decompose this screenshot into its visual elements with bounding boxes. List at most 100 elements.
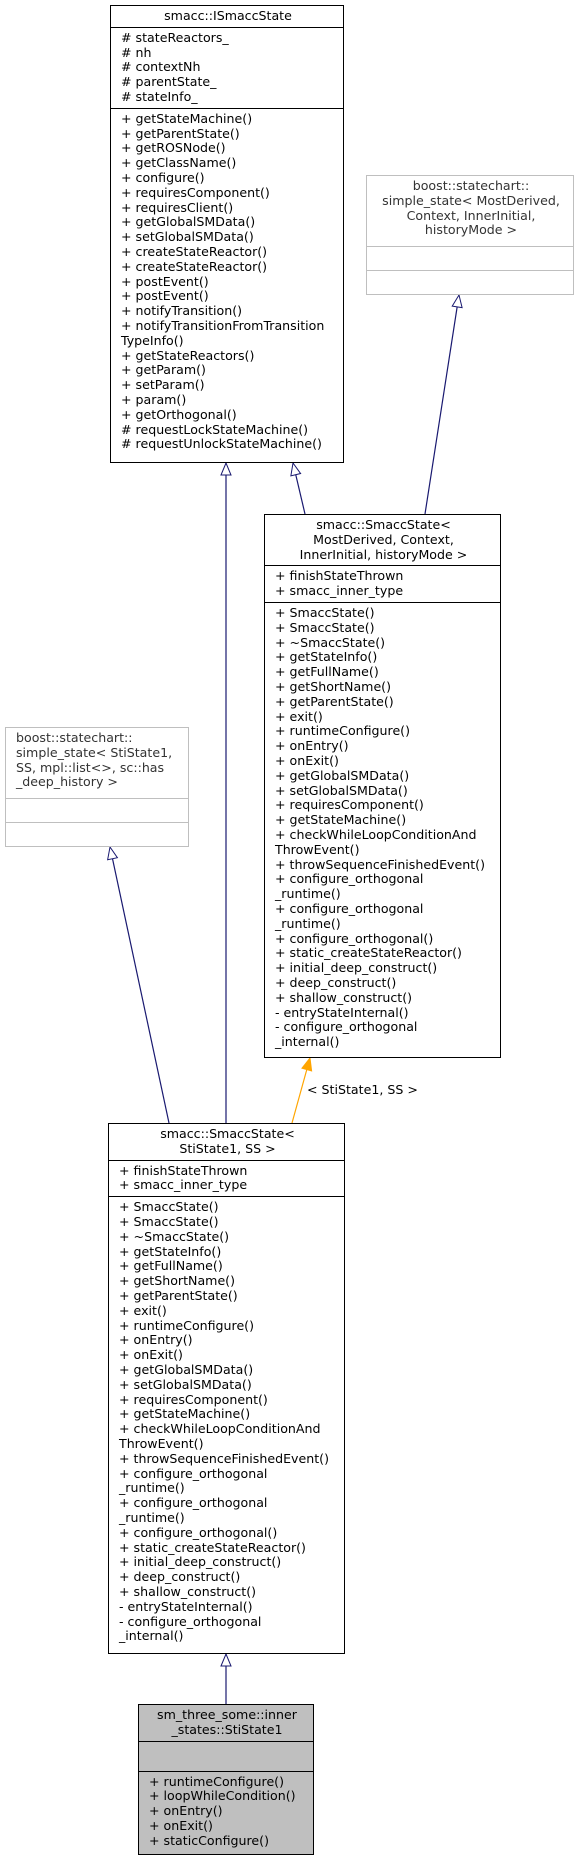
member-line: + getParentState() [275, 693, 394, 709]
member-line: + createStateReactor() [121, 243, 268, 259]
member-line: + runtimeConfigure() [119, 1317, 255, 1333]
member-line: # parentState_ [121, 74, 217, 90]
member-line: + configure_orthogonal [275, 900, 424, 916]
member-line: + runtimeConfigure() [275, 723, 411, 739]
member-line: + static_createStateReactor() [275, 945, 462, 961]
member-line: + requiresComponent() [119, 1391, 268, 1407]
member-line: + setGlobalSMData() [121, 229, 254, 245]
member-line: - entryStateInternal() [275, 1004, 409, 1020]
class-ismacc-state[interactable]: smacc::ISmaccState # stateReactors_# nh#… [110, 5, 344, 463]
member-line: + getGlobalSMData() [119, 1361, 254, 1377]
member-line: + getShortName() [119, 1273, 236, 1289]
member-line: + SmaccState() [119, 1213, 219, 1229]
methods-section: + SmaccState()+ SmaccState()+ ~SmaccStat… [109, 1196, 344, 1647]
member-line: + exit() [119, 1302, 167, 1318]
class-boost-simple-state-generic[interactable]: boost::statechart:: simple_state< MostDe… [366, 175, 574, 295]
member-line: TypeInfo() [121, 332, 184, 348]
member-line: + staticConfigure() [149, 1832, 269, 1848]
attributes-section [6, 798, 188, 822]
class-title: smacc::ISmaccState [164, 8, 292, 23]
member-line: + initial_deep_construct() [275, 960, 438, 976]
member-line: + checkWhileLoopConditionAnd [119, 1421, 321, 1437]
member-line: + notifyTransition() [121, 303, 243, 319]
member-line: - configure_orthogonal [275, 1019, 418, 1035]
member-line: + smacc_inner_type [119, 1177, 248, 1193]
member-line: + initial_deep_construct() [119, 1554, 282, 1570]
attributes-section: + finishStateThrown+ smacc_inner_type [109, 1159, 344, 1197]
member-line: + getOrthogonal() [121, 406, 237, 422]
member-line: + static_createStateReactor() [119, 1539, 306, 1555]
member-line: + configure() [121, 169, 205, 185]
methods-section: + getStateMachine()+ getParentState()+ g… [111, 107, 343, 455]
member-line: + throwSequenceFinishedEvent() [119, 1450, 329, 1466]
class-smacc-state-generic[interactable]: smacc::SmaccState< MostDerived, Context,… [264, 514, 501, 1058]
methods-section: + SmaccState()+ SmaccState()+ ~SmaccStat… [265, 601, 500, 1053]
member-line: _runtime() [275, 886, 341, 902]
member-line: + getParentState() [121, 125, 240, 141]
member-line: + postEvent() [121, 273, 209, 289]
class-sti-state1[interactable]: sm_three_some::inner _states::StiState1 … [138, 1704, 314, 1855]
member-line: + createStateReactor() [121, 258, 268, 274]
member-line: + getStateInfo() [275, 649, 378, 665]
member-line: + getGlobalSMData() [121, 214, 256, 230]
member-line: - configure_orthogonal [119, 1613, 262, 1629]
member-line: + shallow_construct() [275, 989, 413, 1005]
member-line: + deep_construct() [119, 1569, 241, 1585]
member-line: + setParam() [121, 377, 205, 393]
member-line: + configure_orthogonal() [119, 1524, 278, 1540]
member-line: + finishStateThrown [119, 1162, 248, 1178]
attributes-section: # stateReactors_# nh# contextNh# parentS… [111, 26, 343, 108]
member-line: - entryStateInternal() [119, 1598, 253, 1614]
class-title: boost::statechart:: simple_state< StiSta… [16, 730, 173, 790]
member-line: + SmaccState() [275, 619, 375, 635]
member-line: + configure_orthogonal [119, 1465, 268, 1481]
member-line: ThrowEvent() [119, 1435, 204, 1451]
class-smacc-state-sti[interactable]: smacc::SmaccState< StiState1, SS > + fin… [108, 1123, 345, 1654]
member-line: + getStateInfo() [119, 1243, 222, 1259]
member-line: + getROSNode() [121, 140, 226, 156]
template-args-label: < StiState1, SS > [307, 1082, 418, 1097]
member-line: + configure_orthogonal [119, 1495, 268, 1511]
member-line: _runtime() [119, 1480, 185, 1496]
attributes-section [139, 1740, 313, 1771]
member-line: + getClassName() [121, 155, 237, 171]
member-line: + ~SmaccState() [119, 1228, 230, 1244]
edge-smacc-generic-to-istate [293, 463, 306, 515]
class-title: sm_three_some::inner _states::StiState1 [157, 1707, 297, 1737]
member-line: + getParentState() [119, 1287, 238, 1303]
member-line: + configure_orthogonal() [275, 930, 434, 946]
member-line: + setGlobalSMData() [119, 1376, 252, 1392]
member-line: + exit() [275, 708, 323, 724]
member-line: # stateInfo_ [121, 88, 198, 104]
member-line: + loopWhileCondition() [149, 1788, 296, 1804]
member-line: # stateReactors_ [121, 29, 229, 45]
member-line: + SmaccState() [119, 1199, 219, 1215]
member-line: + param() [121, 391, 187, 407]
class-title: boost::statechart:: simple_state< MostDe… [382, 178, 560, 238]
member-line: _internal() [275, 1034, 340, 1050]
edge-smacc-sti-to-boost-sti [110, 847, 170, 1124]
member-line: + getGlobalSMData() [275, 767, 410, 783]
member-line: + onEntry() [149, 1803, 223, 1819]
member-line: + checkWhileLoopConditionAnd [275, 826, 477, 842]
member-line: + throwSequenceFinishedEvent() [275, 856, 485, 872]
member-line: + getFullName() [119, 1258, 223, 1274]
member-line: + onEntry() [275, 738, 349, 754]
member-line: ThrowEvent() [275, 841, 360, 857]
methods-section [6, 822, 188, 846]
attributes-section: + finishStateThrown+ smacc_inner_type [265, 565, 500, 602]
member-line: # nh [121, 44, 152, 60]
class-boost-simple-state-sti[interactable]: boost::statechart:: simple_state< StiSta… [5, 727, 189, 847]
member-line: + postEvent() [121, 288, 209, 304]
member-line: # requestUnlockStateMachine() [121, 436, 322, 452]
member-line: + getShortName() [275, 678, 392, 694]
member-line: + getStateMachine() [119, 1406, 251, 1422]
member-line: + smacc_inner_type [275, 583, 404, 599]
member-line: + shallow_construct() [119, 1583, 257, 1599]
member-line: _internal() [119, 1628, 184, 1644]
member-line: _runtime() [275, 915, 341, 931]
member-line: + getFullName() [275, 664, 379, 680]
class-title: smacc::SmaccState< StiState1, SS > [160, 1126, 295, 1156]
member-line: + getStateReactors() [121, 347, 255, 363]
